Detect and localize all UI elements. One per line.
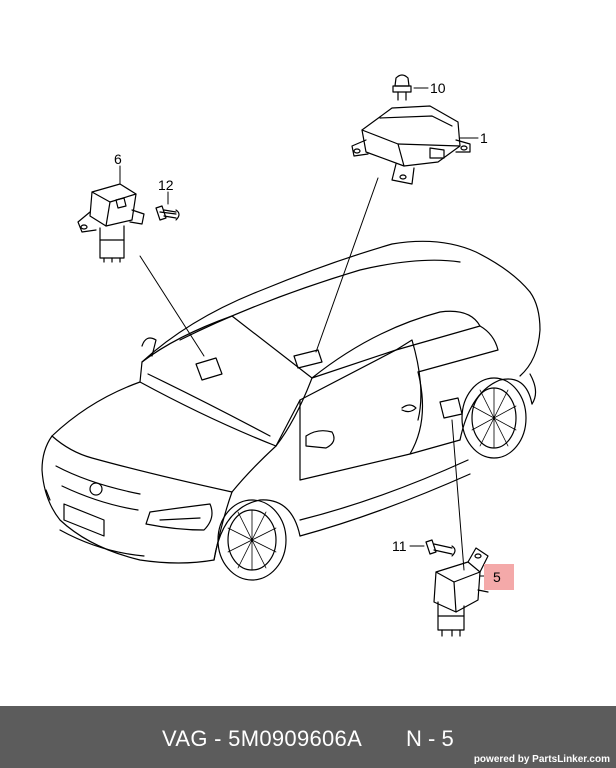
callout-10: 10 [430,80,446,96]
car-drawing [41,240,541,581]
callout-5: 5 [493,569,501,585]
leader-lines [119,87,487,577]
footer-bar: VAG - 5M0909606A N - 5 powered by PartsL… [0,706,616,768]
callout-6: 6 [114,151,122,167]
callout-1: 1 [480,130,488,146]
callout-5-highlight [484,564,514,590]
side-sensor-drawing [425,539,489,637]
callout-11: 11 [392,538,407,554]
reference-number: N - 5 [406,726,454,751]
airbag-control-unit-drawing [351,74,471,185]
callout-12: 12 [158,177,174,193]
part-number: VAG - 5M0909606A [162,726,363,751]
powered-by-link[interactable]: powered by PartsLinker.com [473,754,610,765]
front-sensor-drawing [77,183,180,263]
parts-diagram: 10 1 6 12 11 5 [41,74,541,637]
sensor-position-markers [195,349,463,419]
